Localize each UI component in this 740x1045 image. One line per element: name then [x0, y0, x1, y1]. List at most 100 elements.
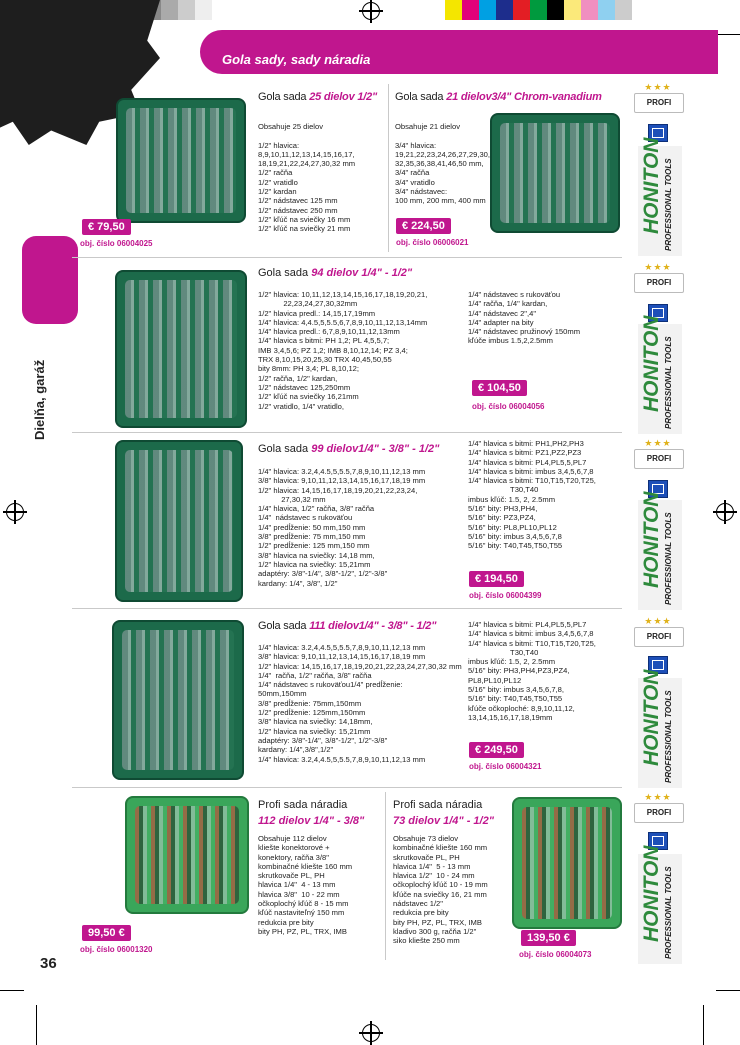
price-tag: 139,50 €: [521, 930, 576, 946]
product-title: 73 dielov 1/4" - 1/2": [393, 815, 494, 827]
product-title-line1: Profi sada náradia: [258, 799, 348, 811]
product-title-em: 111 dielov1/4" - 3/8" - 1/2": [309, 620, 437, 632]
product-title-line1: Profi sada náradia: [393, 799, 483, 811]
honiton-logo-icon: [648, 304, 668, 322]
product-title-em: 21 dielov3/4" Chrom-vanadium: [446, 91, 602, 103]
header-band: [200, 30, 718, 74]
product-title-prefix: Gola sada: [395, 91, 447, 103]
category-tab: [22, 236, 78, 324]
product-title-em: 99 dielov1/4" - 3/8" - 1/2": [311, 443, 440, 455]
price-tag: € 224,50: [396, 218, 451, 234]
product-title-prefix: Gola sada: [258, 620, 310, 632]
order-number: obj. číslo 06001320: [80, 945, 153, 954]
column-divider: [385, 792, 386, 960]
order-number: obj. číslo 06004399: [469, 591, 542, 600]
order-number: obj. číslo 06004025: [80, 239, 153, 248]
product-description-continued: 1/4" hlavica s bitmi: PH1,PH2,PH3 1/4" h…: [468, 439, 596, 551]
honiton-brand: HONITON PROFESSIONAL TOOLS: [638, 492, 682, 610]
product-description-continued: 1/4" hlavica s bitmi: PL4,PL5,5,PL7 1/4"…: [468, 620, 596, 722]
honiton-brand: HONITON PROFESSIONAL TOOLS: [638, 138, 682, 256]
product-description: 1/4" hlavica: 3.2,4,4.5,5,5.5,7,8,9,10,1…: [258, 643, 462, 764]
brand-tagline: PROFESSIONAL TOOLS: [664, 512, 673, 605]
brand-tagline: PROFESSIONAL TOOLS: [664, 158, 673, 251]
product-image-socket-set: [490, 113, 620, 233]
price-tag: € 79,50: [82, 219, 131, 235]
product-description: Obsahuje 112 dielov kliešte konektorové …: [258, 834, 353, 936]
brand-name: HONITON: [640, 137, 663, 234]
stars-icon: ★★★: [644, 262, 672, 272]
crop-mark: [0, 990, 24, 991]
brand-strip: ★★★ PROFI HONITON PROFESSIONAL TOOLS: [628, 82, 686, 256]
price-tag: € 194,50: [469, 571, 524, 587]
brand-name: HONITON: [640, 491, 663, 588]
registration-mark-left: [3, 500, 27, 524]
brand-strip: ★★★ PROFI HONITON PROFESSIONAL TOOLS: [628, 792, 686, 964]
stars-icon: ★★★: [644, 82, 672, 92]
product-description: Obsahuje 21 dielov 3/4" hlavica: 19,21,2…: [395, 122, 491, 206]
honiton-logo-icon: [648, 656, 668, 674]
product-description: 1/4" hlavica: 3.2,4,4.5,5,5.5,7,8,9,10,1…: [258, 467, 426, 588]
honiton-brand: HONITON PROFESSIONAL TOOLS: [638, 670, 682, 788]
product-title-em: 112 dielov 1/4" - 3/8": [258, 815, 365, 827]
order-number: obj. číslo 06004056: [472, 402, 545, 411]
stars-icon: ★★★: [644, 438, 672, 448]
page-number: 36: [40, 955, 57, 972]
print-color-bar-right: [445, 0, 632, 20]
column-divider: [388, 84, 389, 252]
product-title-prefix: Gola sada: [258, 443, 312, 455]
crop-mark: [703, 1005, 704, 1045]
product-title: Gola sada 99 dielov1/4" - 3/8" - 1/2": [258, 443, 439, 455]
product-title-prefix: Gola sada: [258, 91, 310, 103]
product-description: 1/2" hlavica: 10,11,12,13,14,15,16,17,18…: [258, 290, 428, 411]
product-image-socket-set: [116, 98, 246, 223]
brand-strip: ★★★ PROFI HONITON PROFESSIONAL TOOLS: [628, 262, 686, 434]
profi-badge: PROFI: [634, 273, 684, 293]
honiton-logo-icon: [648, 832, 668, 850]
profi-badge: PROFI: [634, 449, 684, 469]
page-title: Gola sady, sady náradia: [222, 52, 371, 67]
honiton-brand: HONITON PROFESSIONAL TOOLS: [638, 846, 682, 964]
price-tag: 99,50 €: [82, 925, 131, 941]
brand-tagline: PROFESSIONAL TOOLS: [664, 690, 673, 783]
profi-badge: PROFI: [634, 93, 684, 113]
brand-strip: ★★★ PROFI HONITON PROFESSIONAL TOOLS: [628, 438, 686, 610]
product-image-socket-set: [112, 620, 244, 780]
product-title-prefix: Gola sada: [258, 267, 312, 279]
registration-mark-bottom: [359, 1021, 383, 1045]
profi-badge: PROFI: [634, 627, 684, 647]
product-title-em: 94 dielov 1/4" - 1/2": [311, 267, 413, 279]
brand-name: HONITON: [640, 669, 663, 766]
brand-name: HONITON: [640, 845, 663, 942]
product-description: Obsahuje 25 dielov 1/2" hlavica: 8,9,10,…: [258, 122, 356, 234]
crop-mark: [716, 990, 740, 991]
section-divider: [72, 432, 622, 433]
crop-mark: [716, 34, 740, 35]
section-divider: [72, 787, 622, 788]
product-title: Gola sada 21 dielov3/4" Chrom-vanadium: [395, 91, 602, 103]
brand-strip: ★★★ PROFI HONITON PROFESSIONAL TOOLS: [628, 616, 686, 788]
order-number: obj. číslo 06004073: [519, 950, 592, 959]
section-divider: [72, 608, 622, 609]
profi-badge: PROFI: [634, 803, 684, 823]
brand-tagline: PROFESSIONAL TOOLS: [664, 866, 673, 959]
product-image-tool-set: [125, 796, 249, 914]
honiton-brand: HONITON PROFESSIONAL TOOLS: [638, 316, 682, 434]
honiton-logo-icon: [648, 480, 668, 498]
brand-tagline: PROFESSIONAL TOOLS: [664, 336, 673, 429]
product-title: 112 dielov 1/4" - 3/8": [258, 815, 364, 827]
product-image-socket-set: [115, 270, 247, 428]
price-tag: € 249,50: [469, 742, 524, 758]
product-image-tool-set: [512, 797, 622, 929]
product-description: Obsahuje 73 dielov kombinačné kliešte 16…: [393, 834, 488, 946]
order-number: obj. číslo 06006021: [396, 238, 469, 247]
registration-mark-top: [359, 0, 383, 23]
product-title: Gola sada 111 dielov1/4" - 3/8" - 1/2": [258, 620, 436, 632]
order-number: obj. číslo 06004321: [469, 762, 542, 771]
product-title: Gola sada 25 dielov 1/2": [258, 91, 377, 103]
stars-icon: ★★★: [644, 616, 672, 626]
stars-icon: ★★★: [644, 792, 672, 802]
brand-name: HONITON: [640, 315, 663, 412]
product-description-continued: 1/4" nádstavec s rukoväťou 1/4" račňa, 1…: [468, 290, 581, 346]
honiton-logo-icon: [648, 124, 668, 142]
crop-mark: [36, 1005, 37, 1045]
